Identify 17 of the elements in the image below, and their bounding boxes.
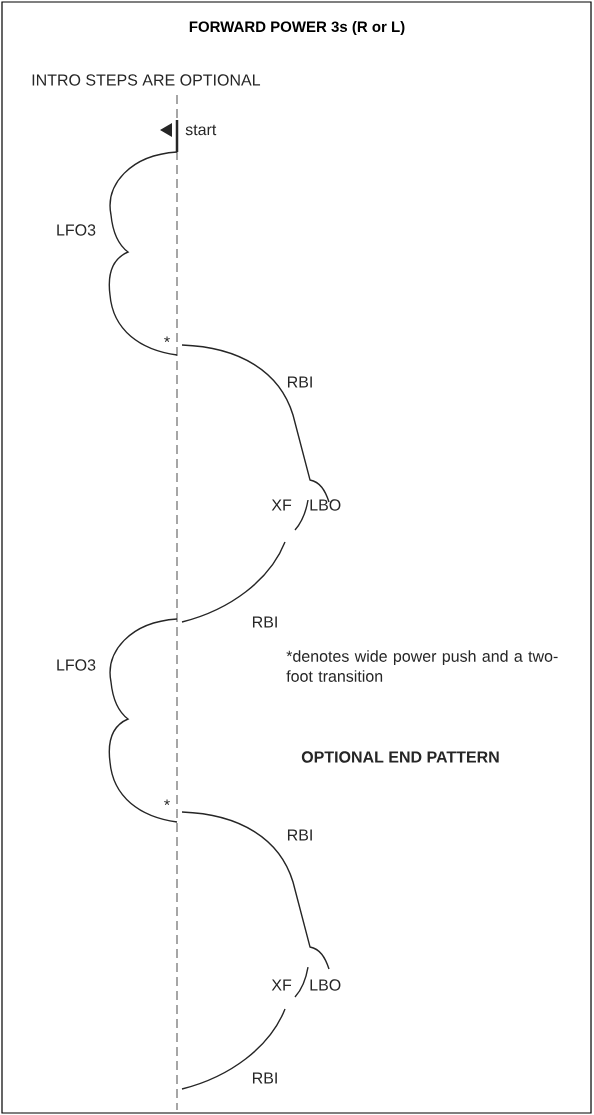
step-label: LFO3 xyxy=(57,224,96,236)
step-label: start xyxy=(185,124,217,136)
note-text: *denotes wide power push and a two-foot transition xyxy=(286,650,558,682)
step-label: RBI xyxy=(288,829,312,841)
step-label: LFO3 xyxy=(57,659,96,671)
step-label: LBO xyxy=(310,979,341,991)
asterisk-mark: * xyxy=(164,799,170,806)
step-label: RBI xyxy=(288,376,312,388)
step-label: RBI xyxy=(253,1072,277,1084)
note-text: INTRO STEPS ARE OPTIONAL xyxy=(32,74,261,86)
heading: FORWARD POWER 3s (R or L) xyxy=(189,21,405,35)
step-label: XF xyxy=(271,499,292,511)
step-label: XF xyxy=(271,979,292,991)
step-label: RBI xyxy=(253,616,277,628)
asterisk-mark: * xyxy=(164,336,170,343)
step-label: LBO xyxy=(310,499,341,511)
heading: OPTIONAL END PATTERN xyxy=(301,751,499,763)
